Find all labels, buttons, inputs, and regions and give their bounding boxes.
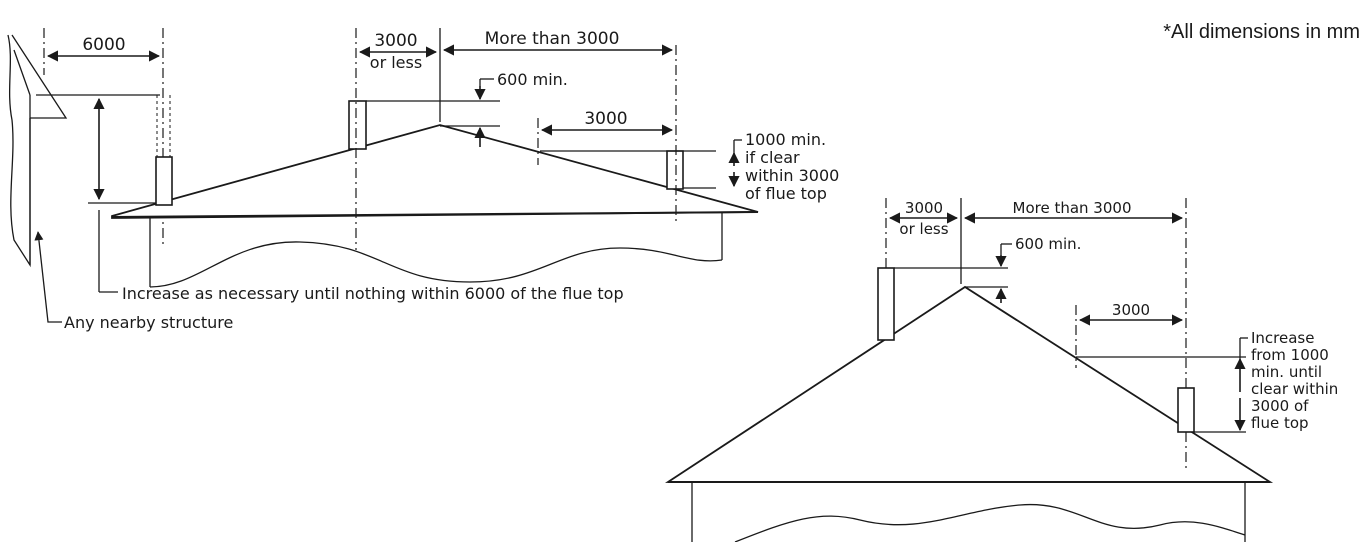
dimensions-note: *All dimensions in mm xyxy=(1163,21,1360,43)
dim-more-than-3000: More than 3000 xyxy=(485,29,620,49)
right-dim-600-min: 600 min. xyxy=(1015,235,1081,253)
note-1000-line-3: within 3000 xyxy=(745,166,839,185)
right-dim-3000-right: 3000 xyxy=(1112,301,1150,319)
increase-line-3: min. until xyxy=(1251,363,1322,381)
right-dim-more-than-3000: More than 3000 xyxy=(1013,199,1132,217)
dim-3000-or-less-b: or less xyxy=(370,53,422,72)
increase-line-4: clear within xyxy=(1251,380,1338,398)
dim-6000: 6000 xyxy=(82,35,125,55)
nearby-structure xyxy=(7,34,68,268)
increase-line-1: Increase xyxy=(1251,329,1314,347)
left-flue-1 xyxy=(155,156,173,206)
note-1000-line-2: if clear xyxy=(745,148,800,167)
svg-text:Increase from 1000: Increase from 1000 min. until clear with… xyxy=(1251,329,1343,432)
increase-line-2: from 1000 xyxy=(1251,346,1329,364)
left-flue-3 xyxy=(666,150,684,190)
svg-text:1000 min. if clear: 1000 min. if clear within 3000 of flue t… xyxy=(745,130,844,203)
right-flue-2 xyxy=(1177,387,1195,433)
left-flue-2 xyxy=(348,100,367,150)
dim-3000-or-less-a: 3000 xyxy=(374,31,417,51)
right-dim-3000-or-less-a: 3000 xyxy=(905,199,943,217)
increase-line-5: 3000 of xyxy=(1251,397,1309,415)
increase-label: Increase as necessary until nothing with… xyxy=(122,284,624,303)
nearby-structure-label: Any nearby structure xyxy=(64,313,233,332)
dim-3000-right: 3000 xyxy=(584,109,627,129)
left-roof xyxy=(111,124,759,219)
note-1000-line-1: 1000 min. xyxy=(745,130,826,149)
left-diagram: Increase as necessary until nothing with… xyxy=(7,28,844,332)
right-flue-1 xyxy=(877,267,895,341)
right-roof xyxy=(664,285,1274,483)
increase-line-6: flue top xyxy=(1251,414,1309,432)
right-dim-3000-or-less-b: or less xyxy=(899,220,948,238)
right-diagram: 3000 or less More than 3000 600 min. 300… xyxy=(664,198,1343,542)
note-1000-line-4: of flue top xyxy=(745,184,827,203)
dim-600-min: 600 min. xyxy=(497,70,568,89)
